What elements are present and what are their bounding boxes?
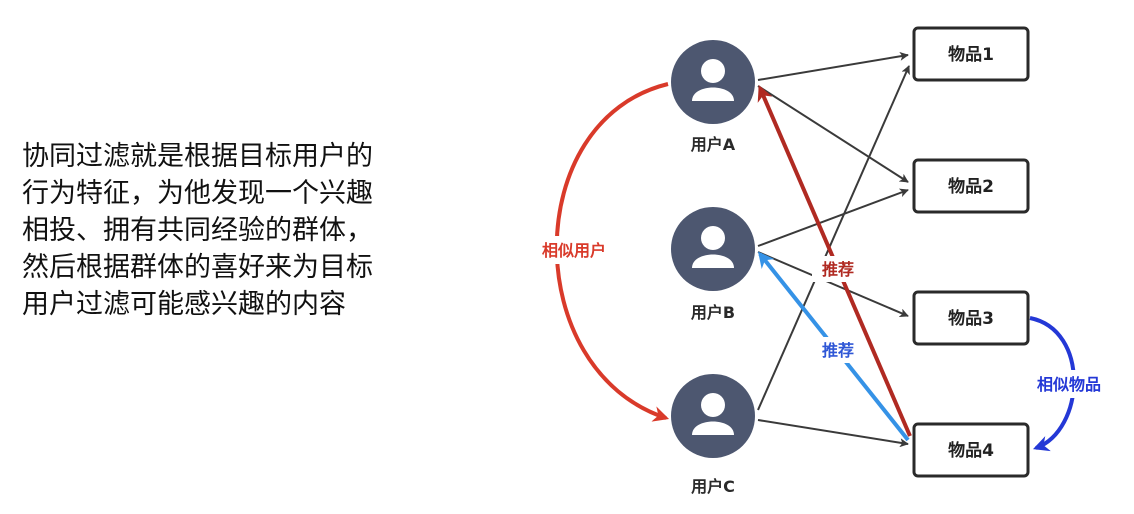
user-node-a: 用户A bbox=[671, 40, 755, 154]
item-node-3: 物品3 bbox=[912, 290, 1030, 346]
item-label: 物品1 bbox=[948, 44, 994, 65]
edge-userB-item3 bbox=[757, 251, 909, 317]
user-label: 用户C bbox=[691, 477, 735, 496]
description-line: 协同过滤就是根据目标用户的 bbox=[22, 141, 373, 172]
user-avatar-icon bbox=[692, 59, 734, 101]
user-avatar-icon bbox=[692, 393, 734, 435]
item-label: 物品3 bbox=[948, 308, 994, 329]
item-label: 物品4 bbox=[948, 440, 994, 461]
description-line: 相投、拥有共同经验的群体， bbox=[22, 215, 373, 246]
user-avatar-icon bbox=[692, 226, 734, 268]
edge-userC-item1 bbox=[757, 65, 910, 411]
item-label: 物品2 bbox=[948, 176, 994, 197]
user-node-b: 用户B bbox=[671, 207, 755, 322]
edge-userC-item4 bbox=[757, 419, 909, 448]
edge-userA-item2 bbox=[757, 85, 909, 183]
user-label: 用户B bbox=[691, 303, 735, 322]
description-line: 然后根据群体的喜好来为目标 bbox=[22, 252, 373, 283]
edge-userA-item1 bbox=[757, 51, 909, 81]
edge-userB-item2 bbox=[757, 188, 909, 247]
item-node-1: 物品1 bbox=[912, 26, 1030, 82]
user-label: 用户A bbox=[691, 135, 736, 154]
similar-users-label: 相似用户 bbox=[542, 241, 606, 260]
item-node-4: 物品4 bbox=[912, 422, 1030, 478]
user-node-c: 用户C bbox=[671, 374, 755, 496]
similar-items-label: 相似物品 bbox=[1037, 375, 1101, 394]
description-line: 行为特征，为他发现一个兴趣 bbox=[22, 178, 373, 209]
recommend-blue-label: 推荐 bbox=[822, 341, 854, 360]
description-text: 协同过滤就是根据目标用户的 行为特征，为他发现一个兴趣 相投、拥有共同经验的群体… bbox=[22, 138, 482, 323]
recommend-red-label: 推荐 bbox=[822, 260, 854, 279]
description-line: 用户过滤可能感兴趣的内容 bbox=[22, 289, 346, 320]
item-node-2: 物品2 bbox=[912, 158, 1030, 214]
